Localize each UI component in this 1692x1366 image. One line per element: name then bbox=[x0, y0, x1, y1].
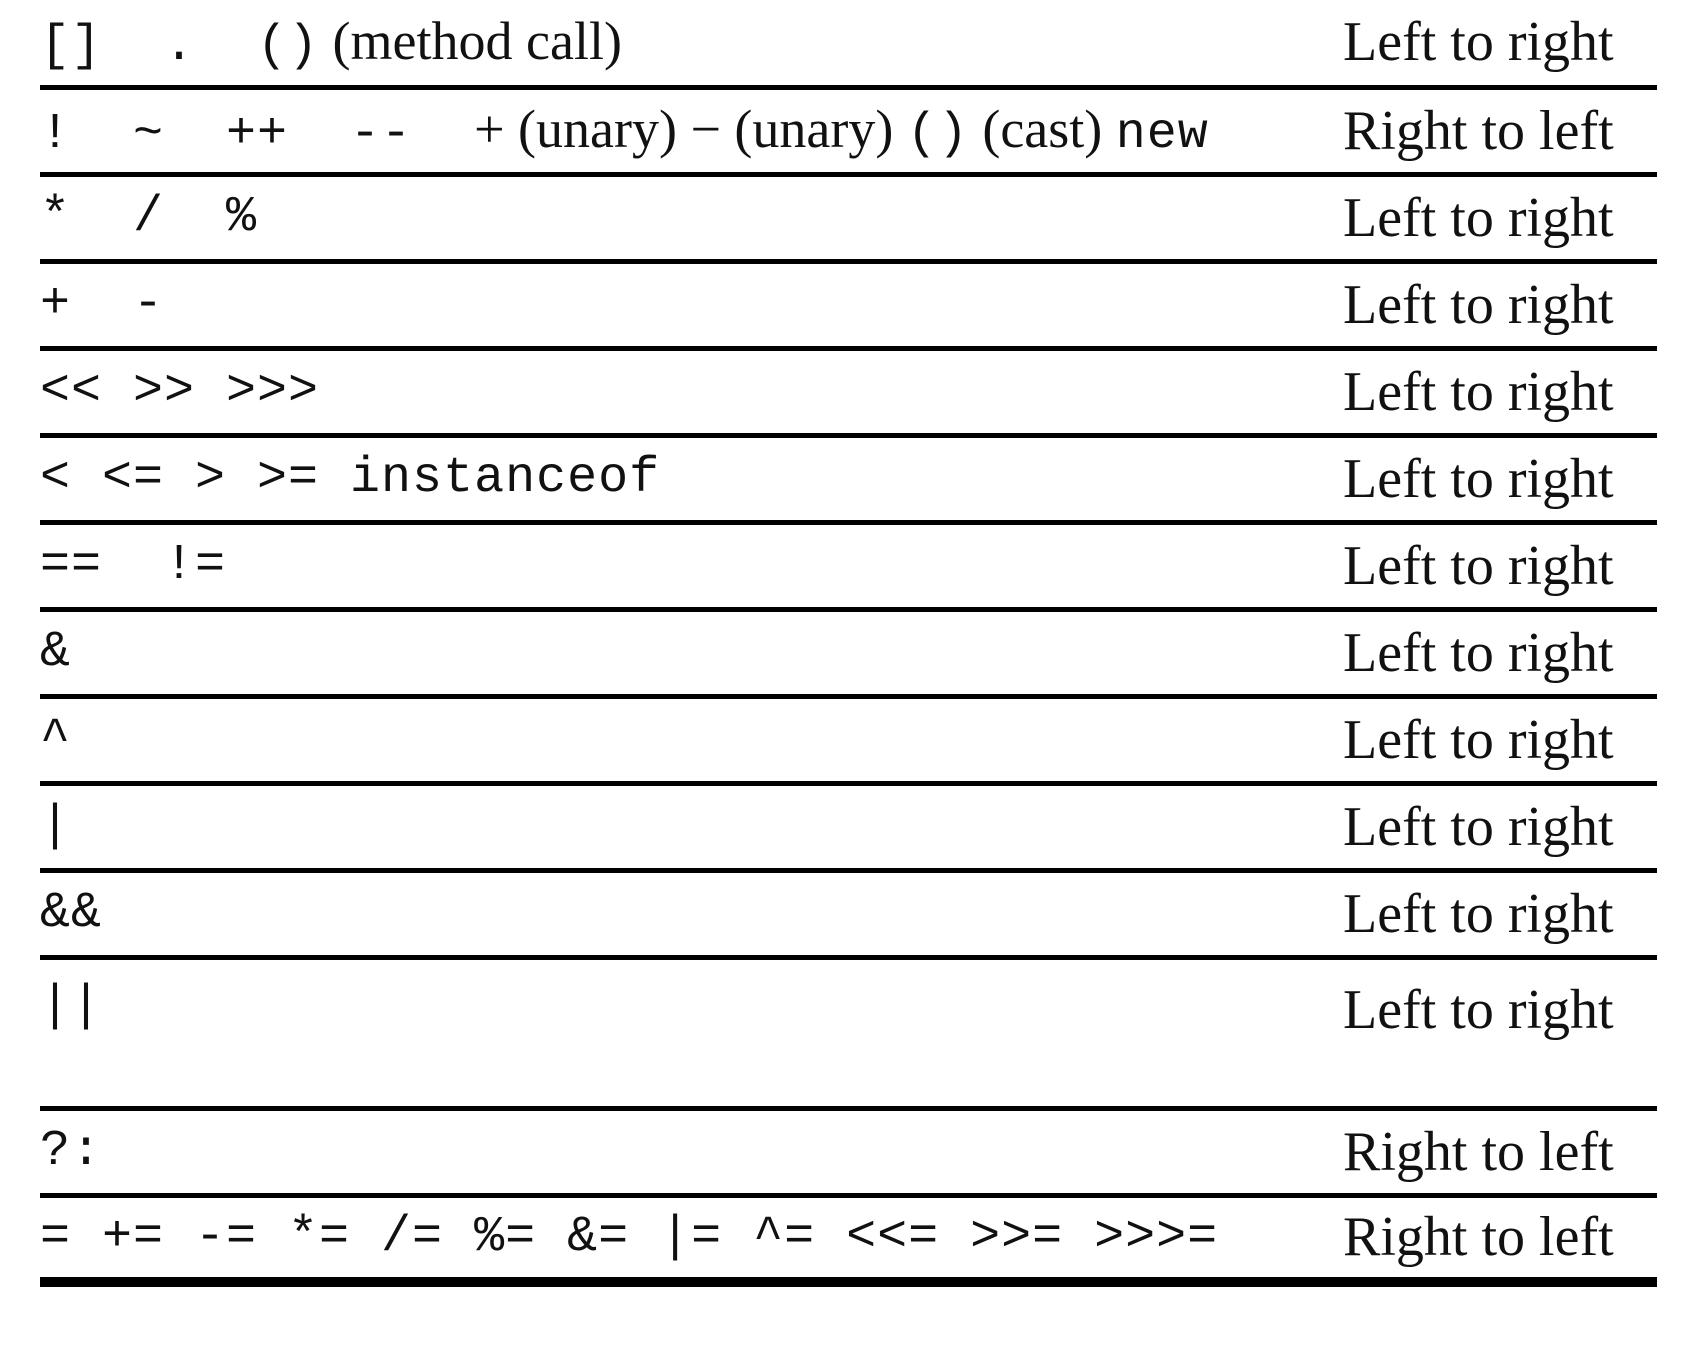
operators-cell: < <= > >= instanceof bbox=[40, 435, 1340, 525]
table-row: << >> >>> Left to right bbox=[40, 348, 1657, 438]
operator-token: ! ~ ++ -- bbox=[40, 106, 475, 163]
operators-cell: [] . () (method call) bbox=[40, 0, 1340, 90]
table-row: & Left to right bbox=[40, 609, 1657, 699]
operators-cell: << >> >>> bbox=[40, 348, 1340, 438]
table-row: == != Left to right bbox=[40, 522, 1657, 612]
operators-cell: & bbox=[40, 609, 1340, 699]
operators-cell: && bbox=[40, 870, 1340, 960]
table-row: ?: Right to left bbox=[40, 1108, 1657, 1198]
associativity-cell: Left to right bbox=[1340, 870, 1657, 960]
table-row: ! ~ ++ -- + (unary) − (unary) () (cast) … bbox=[40, 87, 1657, 177]
table-row: ^ Left to right bbox=[40, 696, 1657, 786]
table-row: || Left to right bbox=[40, 957, 1657, 1111]
associativity-cell: Left to right bbox=[1340, 0, 1657, 90]
table-row: && Left to right bbox=[40, 870, 1657, 960]
associativity-cell: Left to right bbox=[1340, 174, 1657, 264]
table-row: [] . () (method call) Left to right bbox=[40, 0, 1657, 90]
operators-cell: * / % bbox=[40, 174, 1340, 264]
operators-cell: || bbox=[40, 957, 1340, 1111]
operator-token: new bbox=[1115, 106, 1209, 163]
operators-cell: + - bbox=[40, 261, 1340, 351]
associativity-cell: Right to left bbox=[1340, 1195, 1657, 1287]
table-row: | Left to right bbox=[40, 783, 1657, 873]
associativity-cell: Left to right bbox=[1340, 435, 1657, 525]
operators-cell: ! ~ ++ -- + (unary) − (unary) () (cast) … bbox=[40, 87, 1340, 177]
associativity-cell: Left to right bbox=[1340, 696, 1657, 786]
associativity-cell: Right to left bbox=[1340, 1108, 1657, 1198]
operator-token: () bbox=[906, 106, 969, 163]
associativity-cell: Left to right bbox=[1340, 348, 1657, 438]
operators-cell: ?: bbox=[40, 1108, 1340, 1198]
table-row: < <= > >= instanceof Left to right bbox=[40, 435, 1657, 525]
associativity-cell: Left to right bbox=[1340, 957, 1657, 1111]
operators-cell: ^ bbox=[40, 696, 1340, 786]
associativity-cell: Left to right bbox=[1340, 609, 1657, 699]
table-row: + - Left to right bbox=[40, 261, 1657, 351]
precedence-table-body: [] . () (method call) Left to right ! ~ … bbox=[40, 0, 1657, 1287]
table-row: = += -= *= /= %= &= |= ^= <<= >>= >>>= R… bbox=[40, 1195, 1657, 1287]
operators-cell: | bbox=[40, 783, 1340, 873]
associativity-cell: Left to right bbox=[1340, 522, 1657, 612]
associativity-cell: Left to right bbox=[1340, 261, 1657, 351]
associativity-cell: Left to right bbox=[1340, 783, 1657, 873]
operator-token: [] . () bbox=[40, 17, 320, 75]
operators-cell: == != bbox=[40, 522, 1340, 612]
operator-note: (method call) bbox=[319, 10, 622, 71]
operator-precedence-table: [] . () (method call) Left to right ! ~ … bbox=[40, 0, 1657, 1287]
operator-note: + (unary) − (unary) bbox=[474, 99, 907, 159]
operator-note: (cast) bbox=[968, 99, 1116, 159]
operators-cell: = += -= *= /= %= &= |= ^= <<= >>= >>>= bbox=[40, 1195, 1340, 1287]
associativity-cell: Right to left bbox=[1340, 87, 1657, 177]
table-row: * / % Left to right bbox=[40, 174, 1657, 264]
